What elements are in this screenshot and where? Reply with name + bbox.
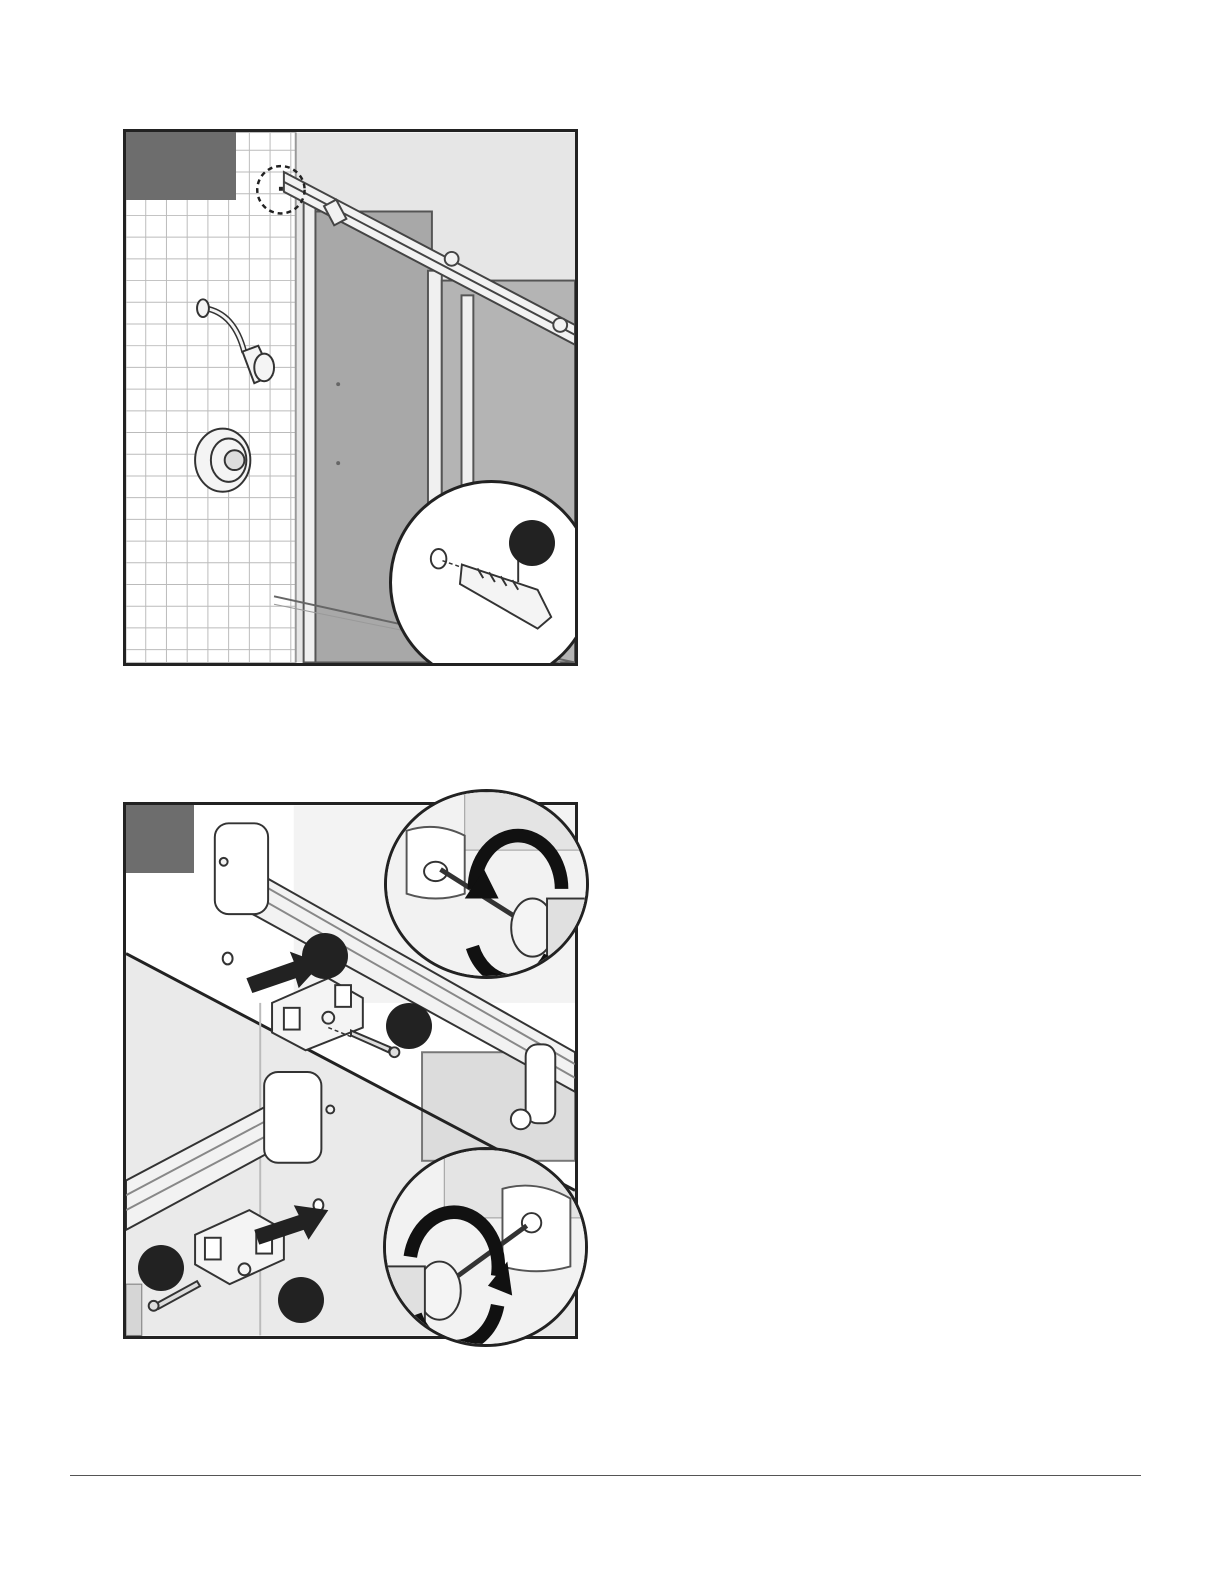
part-marker — [138, 1245, 184, 1291]
washer-icon — [223, 953, 233, 965]
part-marker — [278, 1277, 324, 1323]
part-marker — [302, 933, 348, 979]
screwdriver-icon — [387, 792, 586, 976]
callout-screwdriver-bottom — [383, 1147, 588, 1347]
part-marker — [509, 520, 555, 566]
screwdriver-icon — [386, 1150, 585, 1344]
footer-divider — [70, 1475, 1141, 1476]
wall-anchor-icon — [392, 483, 578, 666]
part-marker — [386, 1003, 432, 1049]
wall-bracket-icon — [272, 978, 363, 1050]
step-tab — [126, 805, 194, 873]
callout-screwdriver-top — [384, 789, 589, 979]
valve-handle-icon — [195, 429, 250, 492]
illustration-panel-top — [123, 129, 578, 666]
step-tab — [126, 132, 236, 200]
